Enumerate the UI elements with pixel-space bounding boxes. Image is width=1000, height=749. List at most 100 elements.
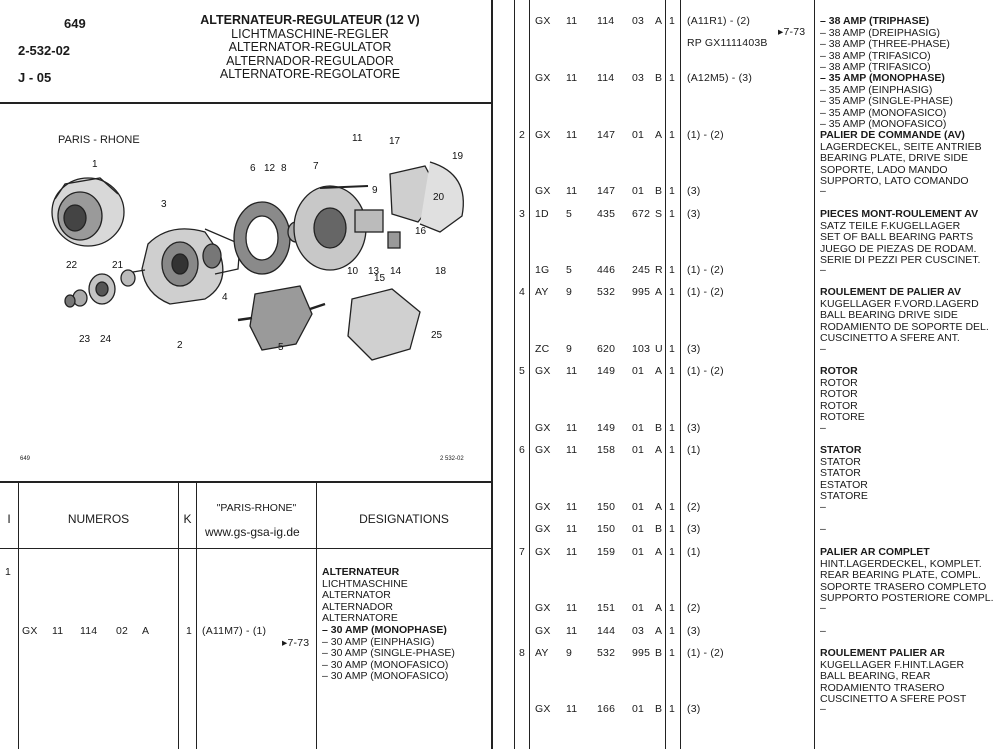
page-number: 649 [64, 16, 86, 31]
header-numeros: NUMEROS [67, 512, 130, 526]
part-n3: 03 [632, 15, 645, 27]
part-n1: 9 [566, 647, 573, 659]
part-variant: A [655, 365, 663, 377]
part-prefix: GX [535, 365, 551, 377]
col-divider [665, 0, 666, 749]
part-variant: A [655, 129, 663, 141]
part-n1: 11 [566, 602, 578, 614]
desc-line: SERIE DI PEZZI PER CUSCINET. [820, 254, 981, 267]
desc-line: ALTERNATORE [322, 612, 398, 625]
row-description: – [820, 185, 998, 198]
callout-7: 7 [313, 161, 319, 172]
part-n3: 03 [632, 72, 645, 84]
part-n2: 532 [597, 647, 616, 659]
desc-line: JUEGO DE PIEZAS DE RODAM. [820, 242, 977, 255]
exploded-diagram: PARIS - RHONE [0, 104, 492, 480]
col-divider [680, 0, 681, 749]
part-n1: 11 [566, 72, 578, 84]
part-prefix: 1D [535, 208, 549, 220]
title-line: ALTERNADOR-REGULADOR [226, 53, 394, 68]
part-n2: 147 [597, 129, 616, 141]
part-qty: 1 [669, 703, 676, 715]
part-n3: 01 [632, 501, 645, 513]
part-qty: 1 [669, 185, 676, 197]
table-top-line [0, 481, 491, 483]
part-qty: 1 [669, 546, 676, 558]
part-application: (3) [687, 625, 701, 637]
callout-labels: 1 2 3 4 5 6 7 8 9 10 11 12 13 14 15 16 1… [66, 133, 464, 353]
desc-line: ROTORE [820, 411, 865, 424]
part-variant: U [655, 343, 663, 355]
desc-line: RODAMIENTO DE SOPORTE DEL. [820, 320, 989, 333]
desc-line: BALL BEARING DRIVE SIDE [820, 309, 958, 322]
callout-18: 18 [435, 266, 447, 277]
desc-line: – 38 AMP (TRIFASICO) [820, 61, 931, 74]
item-number: 2 [519, 129, 526, 141]
desc-line: – [820, 625, 826, 637]
callout-5: 5 [278, 342, 284, 353]
header-divider [0, 102, 491, 104]
part-n3: 103 [632, 343, 651, 355]
desc-line: ALTERNATOR [322, 589, 391, 602]
part-n3: 01 [632, 703, 645, 715]
diagram-page-mark: 649 [20, 456, 31, 462]
desc-line: REAR BEARING PLATE, COMPL. [820, 569, 981, 582]
row-description: – 38 AMP (TRIPHASE)– 38 AMP (DREIPHASIG)… [820, 15, 998, 74]
diagram-ref-mark: 2 532-02 [440, 456, 464, 462]
desc-line: STATORE [820, 490, 868, 503]
part-prefix: GX [535, 444, 551, 456]
desc-line: RODAMIENTO TRASERO [820, 681, 945, 694]
part-application: (3) [687, 185, 701, 197]
header-i: I [7, 512, 11, 526]
desc-line: – [820, 343, 826, 355]
part-application: (1) [687, 444, 701, 456]
part-n1: 11 [566, 703, 578, 715]
part-qty: 1 [669, 444, 676, 456]
part-qty: 1 [669, 129, 676, 141]
part-application: (1) - (2) [687, 365, 724, 377]
desc-line: HINT.LAGERDECKEL, KOMPLET. [820, 557, 982, 570]
desc-line: SUPPORTO POSTERIORE COMPL. [820, 592, 994, 605]
part-variant: A [655, 15, 663, 27]
desc-line: – 38 AMP (THREE-PHASE) [820, 38, 950, 51]
callout-1: 1 [92, 159, 98, 170]
row-description: – [820, 625, 998, 638]
part-prefix: GX [535, 602, 551, 614]
col-divider [196, 481, 197, 749]
part-application: (3) [687, 703, 701, 715]
desc-line: STATOR [820, 455, 861, 468]
callout-6: 6 [250, 163, 256, 174]
callout-21: 21 [112, 260, 124, 271]
part-n3: 01 [632, 444, 645, 456]
diagram-brand: PARIS - RHONE [58, 134, 140, 146]
desc-line: STATOR [820, 444, 862, 456]
part-n3: 02 [116, 625, 129, 637]
part-n2: 620 [597, 343, 616, 355]
part-variant: B [655, 185, 663, 197]
desc-line: ALTERNADOR [322, 600, 393, 613]
callout-12: 12 [264, 163, 276, 174]
part-qty: 1 [669, 523, 676, 535]
desc-line: – [820, 703, 826, 715]
desc-line: – [820, 264, 826, 276]
part-n3: 01 [632, 129, 645, 141]
desc-line: – [820, 523, 826, 535]
callout-16: 16 [415, 226, 427, 237]
item-number: 1 [5, 566, 12, 578]
website-link[interactable]: www.gs-gsa-ig.de [205, 525, 300, 539]
reference-code: 2-532-02 [18, 43, 71, 58]
desc-line: BALL BEARING, REAR [820, 670, 931, 683]
see-page: ▸7-73 [282, 637, 310, 649]
col-divider [529, 0, 530, 749]
desc-line: PIECES MONT-ROULEMENT AV [820, 208, 979, 220]
part-prefix: AY [535, 286, 549, 298]
part-n1: 9 [566, 286, 573, 298]
part-n3: 01 [632, 546, 645, 558]
desc-line: LAGERDECKEL, SEITE ANTRIEB [820, 140, 982, 153]
part-application: (A11M7) - (1) [202, 625, 267, 637]
replacement-ref: RP GX1111403B [687, 37, 768, 49]
part-application: (3) [687, 422, 701, 434]
